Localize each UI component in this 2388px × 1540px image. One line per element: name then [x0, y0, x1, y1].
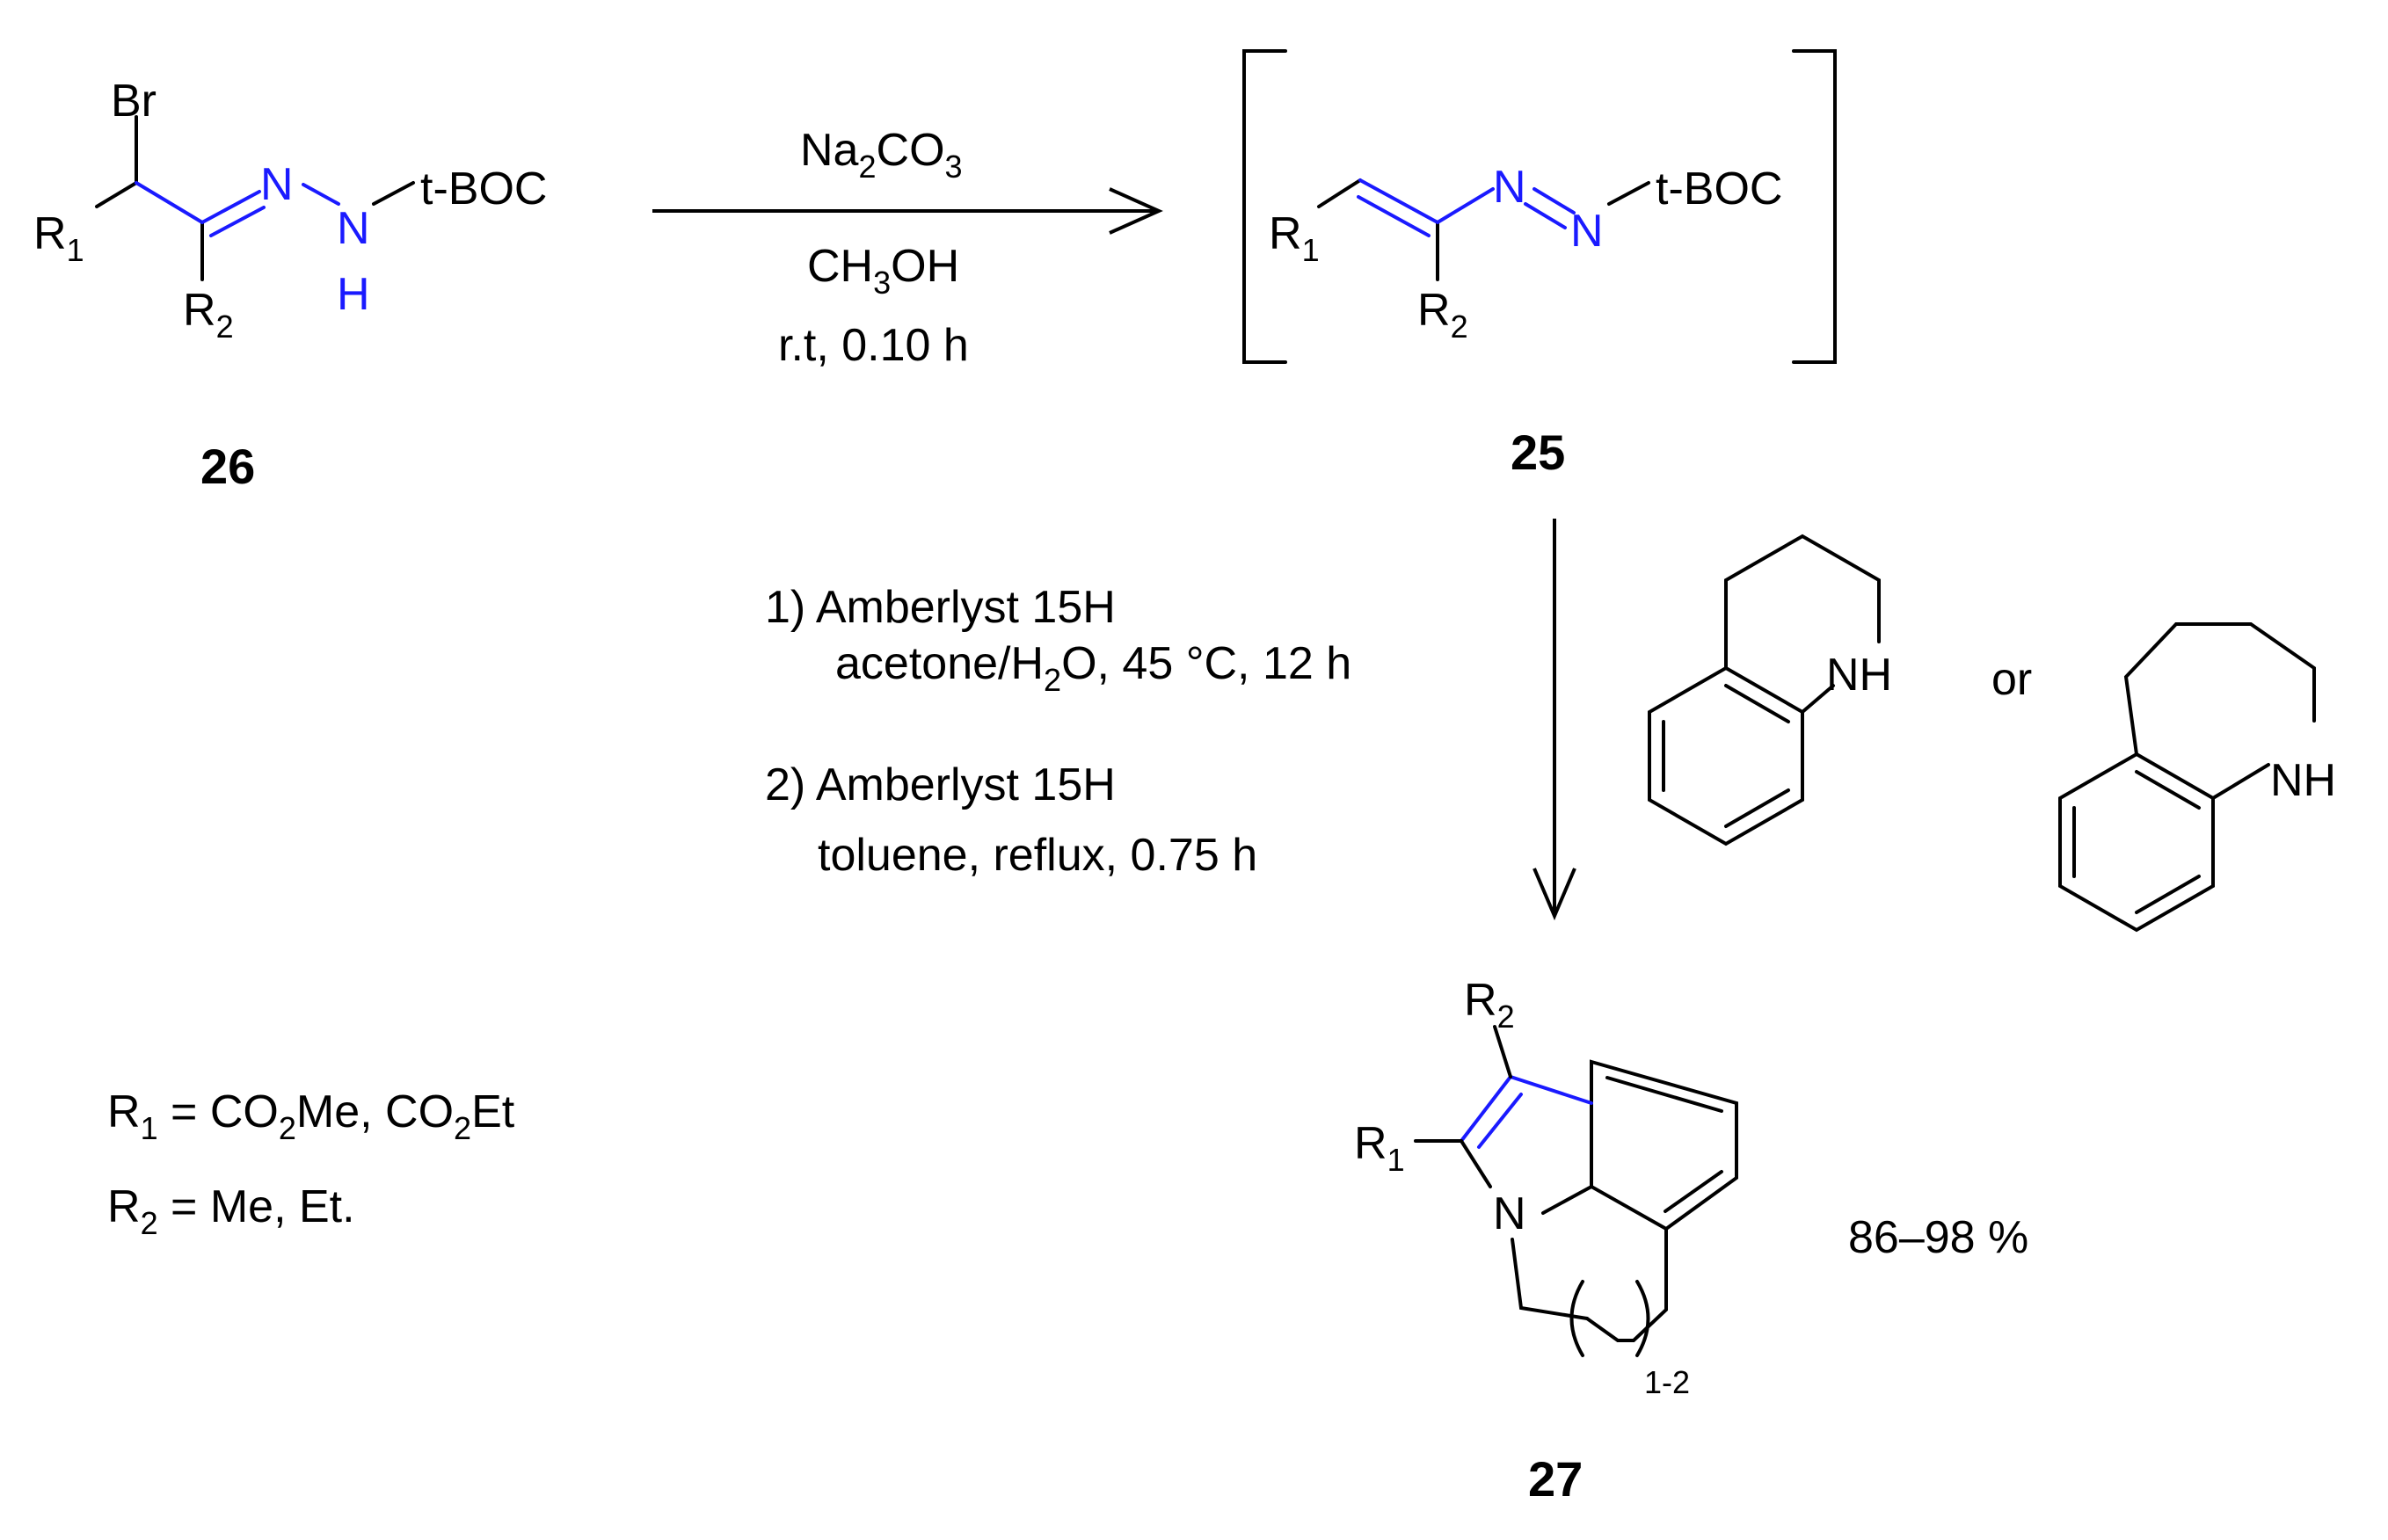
conditions-text: r.t, 0.10 h [778, 320, 969, 371]
bond-c-n-double-b [209, 206, 266, 237]
bond-vinyl-b [1357, 195, 1431, 237]
r1-label: R1 [1269, 208, 1320, 268]
r1-label: R1 [1354, 1118, 1405, 1178]
ring-double-2 [1724, 788, 1790, 828]
solvent-ch3oh: CH3OH [807, 241, 959, 301]
n-azo-atom-2: N [1570, 206, 1604, 257]
n-azo-atom-1: N [1493, 162, 1526, 213]
tetrahydrobenzazepine-structure: NH [2058, 622, 2336, 933]
step1-conditions: Na2CO3 CH3OH r.t, 0.10 h [778, 125, 969, 371]
benzene-ring [1648, 665, 1804, 846]
bond-c3a-c3 [1509, 1075, 1593, 1105]
ring-double-1 [2135, 770, 2201, 810]
bond-n-n [302, 183, 340, 206]
n-imine-atom: N [260, 159, 294, 210]
tboc-group: t-BOC [1656, 163, 1782, 214]
bond-vinyl-a [1358, 178, 1439, 224]
br-atom: Br [111, 76, 157, 127]
step2-line1: 1) Amberlyst 15H [765, 582, 1116, 633]
label-26: 26 [200, 439, 255, 494]
compound-26: Br R1 R2 N N H t-BOC 26 [33, 76, 547, 494]
or-label: or [1991, 654, 2032, 705]
bond-azo-a [1533, 187, 1576, 214]
step2-line4: toluene, reflux, 0.75 h [818, 830, 1257, 881]
label-25: 25 [1511, 425, 1565, 480]
ring-double-1 [1605, 1076, 1723, 1113]
bond-c-n-double-a [200, 190, 261, 224]
step2-line3: 2) Amberlyst 15H [765, 759, 1116, 810]
n-atom: N [1493, 1188, 1526, 1239]
ring-double-2 [1664, 1170, 1723, 1213]
repeat-subscript: 1-2 [1644, 1364, 1690, 1400]
bond-c-n [1436, 187, 1495, 224]
bond-r1-c [1317, 178, 1362, 208]
tetrahydroquinoline-structure: NH [1648, 534, 1892, 846]
ring-double-1 [1724, 684, 1790, 723]
azepine-ring [2123, 622, 2316, 756]
bond-c-c [135, 181, 204, 224]
r2-label: R2 [183, 285, 234, 345]
h-atom: H [337, 269, 370, 320]
bond-c3-r2 [1493, 1025, 1512, 1079]
bond-c3-c2-b [1477, 1093, 1523, 1149]
n-hydrazine-atom: N [337, 203, 370, 254]
r1-label: R1 [33, 208, 84, 268]
r1-definition: R1 = CO2Me, CO2Et [107, 1086, 515, 1146]
benzene-ring [1590, 1059, 1738, 1231]
bond-n-c7a [1541, 1185, 1593, 1215]
bond-c3-c2-a [1460, 1075, 1512, 1143]
tboc-group: t-BOC [420, 163, 547, 214]
bond-n-aryl [1801, 684, 1835, 714]
benzene-ring [2058, 752, 2215, 933]
saturated-ring [1724, 534, 1881, 670]
bond-n-tboc [372, 181, 415, 206]
yield-text: 86–98 % [1848, 1212, 2028, 1263]
repeat-paren-right [1635, 1280, 1650, 1357]
bond-r1-c [95, 181, 138, 208]
r2-label: R2 [1464, 975, 1515, 1035]
step2-line2: acetone/H2O, 45 °C, 12 h [835, 638, 1351, 698]
repeat-paren-left [1569, 1280, 1584, 1357]
bond-c2-n [1460, 1139, 1492, 1188]
nh-label-2: NH [2270, 755, 2336, 806]
r2-definition: R2 = Me, Et. [107, 1181, 355, 1241]
reaction-arrow-2 [1533, 519, 1576, 921]
bracket-right [1792, 49, 1837, 364]
compound-27: R2 R1 N 1-2 27 [1354, 975, 1738, 1507]
substituent-definitions: R1 = CO2Me, CO2Et R2 = Me, Et. [107, 1086, 515, 1241]
bond-n-tboc [1607, 181, 1650, 206]
bond-n-aryl [2211, 763, 2270, 800]
reagent-na2co3: Na2CO3 [800, 125, 963, 185]
chain-right [1585, 1227, 1668, 1342]
nh-label-1: NH [1826, 650, 1892, 701]
chain-left [1511, 1238, 1589, 1320]
bond-azo-b [1524, 202, 1567, 229]
ring-double-2 [2135, 875, 2201, 914]
reaction-arrow-1 [652, 187, 1163, 235]
compound-25: R1 R2 N N t-BOC 25 [1242, 49, 1837, 480]
bracket-left [1242, 49, 1287, 364]
step2-conditions: 1) Amberlyst 15H acetone/H2O, 45 °C, 12 … [765, 582, 1351, 881]
r2-label: R2 [1417, 285, 1468, 345]
label-27: 27 [1528, 1451, 1583, 1507]
